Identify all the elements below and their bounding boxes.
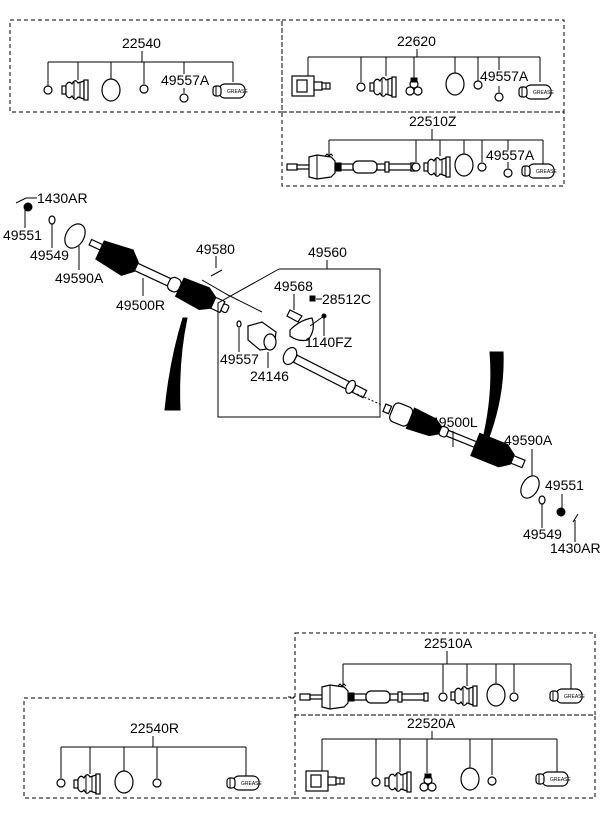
band-part <box>454 153 474 177</box>
spider-part <box>405 77 423 96</box>
clip-part <box>152 778 162 788</box>
bracket-49568 <box>286 309 303 323</box>
kit-label-22510Z: 22510Z <box>409 113 457 129</box>
boot-part <box>450 685 478 707</box>
circlip-part <box>179 93 189 103</box>
kit-label-22520A: 22520A <box>407 715 456 731</box>
clip-part <box>477 162 487 172</box>
label-24146: 24146 <box>250 368 289 384</box>
callout-49557A: 49557A <box>161 72 210 88</box>
label-49500L: 49500L <box>431 414 478 430</box>
label-49549-right: 49549 <box>30 247 69 263</box>
label-49557: 49557 <box>220 351 259 367</box>
spider-part <box>419 773 437 792</box>
clip-28512C <box>309 295 316 302</box>
washer-49549 <box>48 215 56 225</box>
kit-label-22540R: 22540R <box>130 720 179 736</box>
right-shaft-assembly: 1430AR 49551 49549 49590A 49500R <box>3 190 230 411</box>
kit-box-22540: 22540 49557A GREASE <box>9 19 283 113</box>
kit-label-22620: 22620 <box>397 33 436 49</box>
center-bearing-frame <box>217 268 381 418</box>
ring-part <box>438 692 448 702</box>
grease-label: GREASE <box>550 777 572 783</box>
grease-label: GREASE <box>564 694 586 700</box>
callout-49557A: 49557A <box>486 147 535 163</box>
band-part <box>460 767 480 791</box>
ring-part <box>43 85 53 95</box>
callout-49557A: 49557A <box>480 68 529 84</box>
label-49500R: 49500R <box>116 297 165 313</box>
circlip-part <box>503 168 513 178</box>
label-1430AR-right: 1430AR <box>37 190 88 206</box>
bolt-49580 <box>210 269 223 277</box>
label-49551-left: 49551 <box>545 477 584 493</box>
kit-box-22620: 22620 49557A GREASE <box>281 19 565 113</box>
tone-wheel-49590A <box>64 223 86 249</box>
band-part <box>486 683 506 707</box>
boot-part <box>73 773 101 795</box>
label-49551-right: 49551 <box>3 227 42 243</box>
nut-49551 <box>556 507 566 517</box>
ring-part <box>411 162 421 172</box>
kit-box-22510A: 22510A GREASE <box>288 632 596 716</box>
kit-label-22510A: 22510A <box>424 635 473 651</box>
band-part <box>101 78 121 102</box>
shaft-assy-part <box>286 153 416 180</box>
left-shaft-assembly: 49500L 49590A 49551 49549 1430AR <box>382 351 600 556</box>
bolt-1430AR <box>572 513 579 523</box>
ring-49557 <box>236 320 242 328</box>
label-49560: 49560 <box>308 244 347 260</box>
label-1140FZ: 1140FZ <box>305 334 353 350</box>
boot-part <box>423 156 451 178</box>
direction-marker <box>164 317 188 411</box>
grease-label: GREASE <box>536 169 558 175</box>
ring-part <box>356 82 366 92</box>
boot-part <box>369 76 397 98</box>
kit-box-22540R: 22540R GREASE <box>23 697 296 799</box>
label-49568: 49568 <box>274 278 313 294</box>
label-49580: 49580 <box>196 241 235 257</box>
ring-part <box>371 777 381 787</box>
clip-part <box>473 80 483 90</box>
boot-part <box>384 771 412 793</box>
bearing-support <box>289 317 314 342</box>
center-bearing-group: 49580 49560 49568 28512C 1140FZ 49557 24… <box>196 241 383 418</box>
clip-part <box>509 692 519 702</box>
label-49590A-right: 49590A <box>55 270 104 286</box>
grease-label: GREASE <box>227 89 249 95</box>
kit-label-22540: 22540 <box>122 35 161 51</box>
housing-part <box>291 75 331 97</box>
washer-49549 <box>538 495 546 505</box>
grease-label: GREASE <box>533 90 555 96</box>
tone-wheel-49590A <box>520 475 540 499</box>
kit-box-22510Z: 22510Z 49557A GREASE <box>281 111 565 187</box>
housing-part <box>305 770 345 792</box>
grease-label: GREASE <box>241 781 263 787</box>
band-part <box>114 770 134 794</box>
shaft-assy-part <box>299 683 429 710</box>
label-49549-left: 49549 <box>523 526 562 542</box>
ring-part <box>56 778 66 788</box>
circlip-part <box>494 92 504 102</box>
nut-49551 <box>23 202 33 212</box>
label-1430AR-left: 1430AR <box>550 540 600 556</box>
band-part <box>445 72 465 96</box>
direction-marker <box>479 351 504 451</box>
clip-part <box>487 776 497 786</box>
clip-part <box>139 84 149 94</box>
label-28512C: 28512C <box>322 291 371 307</box>
kit-box-22520A: 22520A GREASE <box>294 714 596 799</box>
label-49590A-left: 49590A <box>504 432 553 448</box>
boot-part <box>61 79 89 101</box>
